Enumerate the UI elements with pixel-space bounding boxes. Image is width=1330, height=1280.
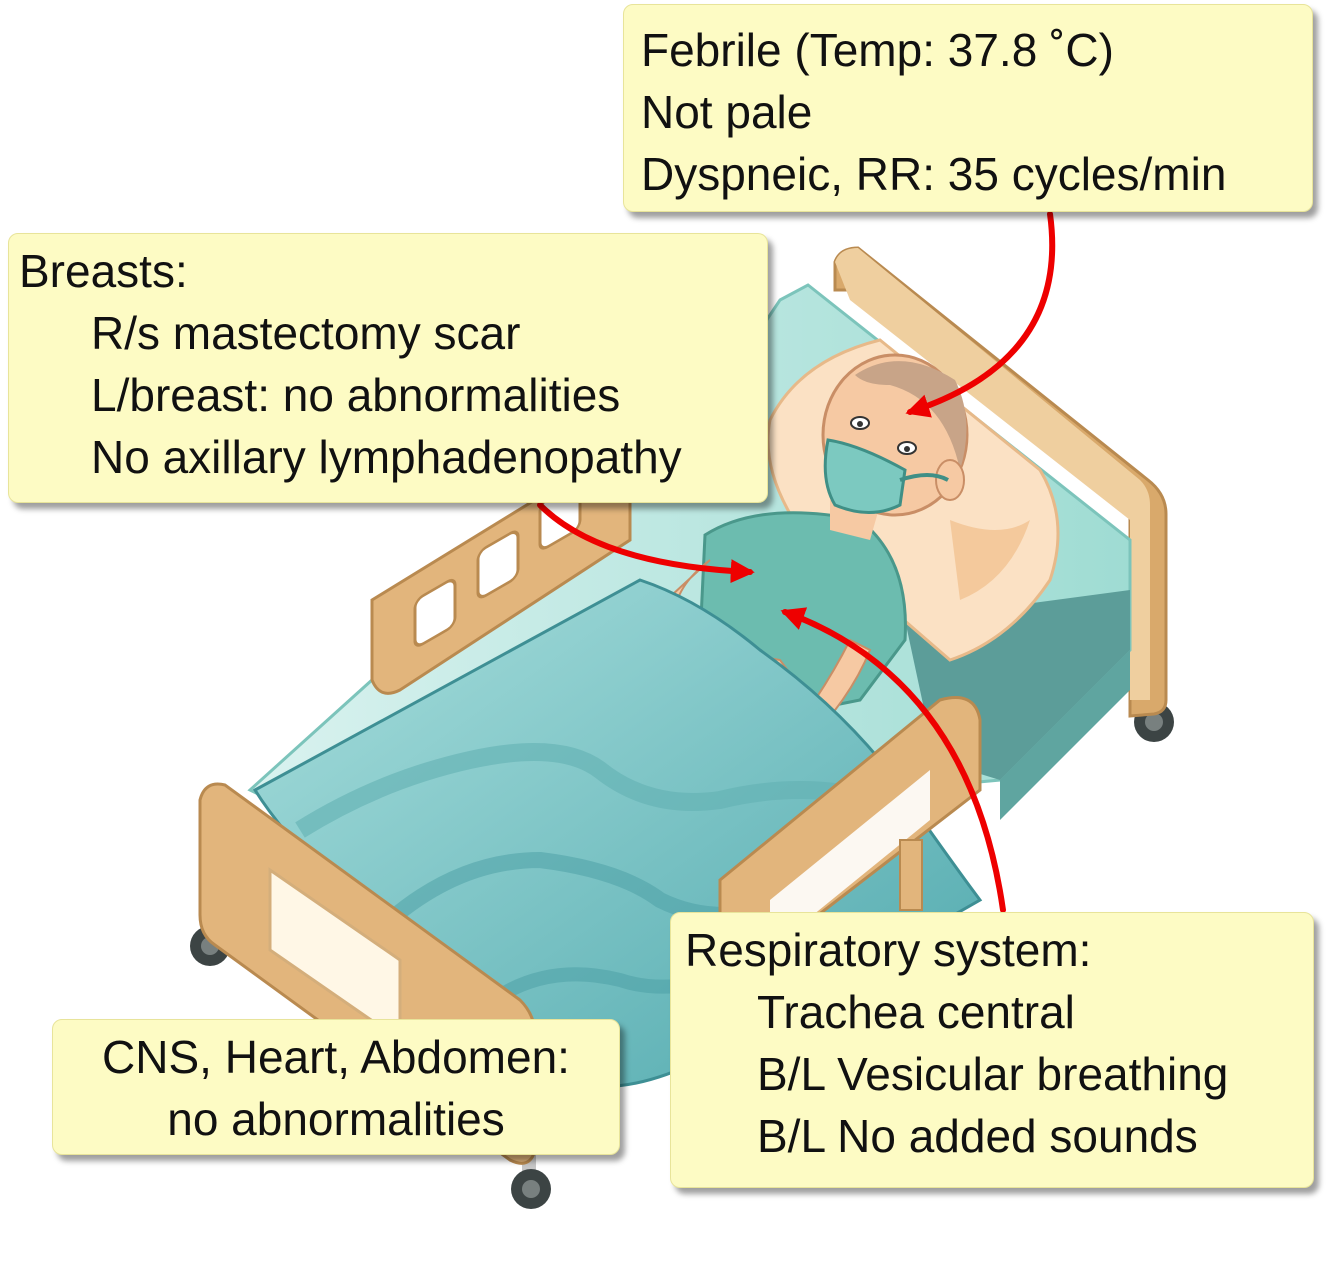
vitals-respiratory-rate: Dyspneic, RR: 35 cycles/min (641, 148, 1227, 200)
arrow-breasts (537, 502, 755, 584)
headboard (833, 246, 1168, 718)
face-mask-icon (823, 438, 949, 514)
breasts-callout: Breasts: R/s mastectomy scar L/breast: n… (8, 233, 768, 503)
arrow-vitals (905, 211, 1056, 418)
arrow-respiratory (780, 607, 1006, 913)
cns-heart-abdomen-callout: CNS, Heart, Abdomen: no abnormalities (52, 1019, 620, 1155)
vitals-callout: Febrile (Temp: 37.8 ˚C) Not pale Dyspnei… (623, 4, 1313, 212)
respiratory-item: B/L No added sounds (757, 1110, 1198, 1162)
respiratory-item: B/L Vesicular breathing (757, 1048, 1229, 1100)
cns-heading: CNS, Heart, Abdomen: (102, 1031, 570, 1083)
breasts-item: No axillary lymphadenopathy (91, 431, 682, 483)
vitals-temperature: Febrile (Temp: 37.8 ˚C) (641, 24, 1114, 76)
breasts-heading: Breasts: (19, 245, 188, 297)
vitals-pallor: Not pale (641, 86, 813, 138)
breasts-item: L/breast: no abnormalities (91, 369, 621, 421)
respiratory-heading: Respiratory system: (685, 924, 1092, 976)
annotation-arrows (537, 211, 1056, 913)
respiratory-item: Trachea central (757, 986, 1075, 1038)
cns-finding: no abnormalities (167, 1093, 505, 1145)
bed-wheel-icon (511, 1150, 551, 1209)
respiratory-callout: Respiratory system: Trachea central B/L … (670, 912, 1314, 1188)
breasts-item: R/s mastectomy scar (91, 307, 521, 359)
